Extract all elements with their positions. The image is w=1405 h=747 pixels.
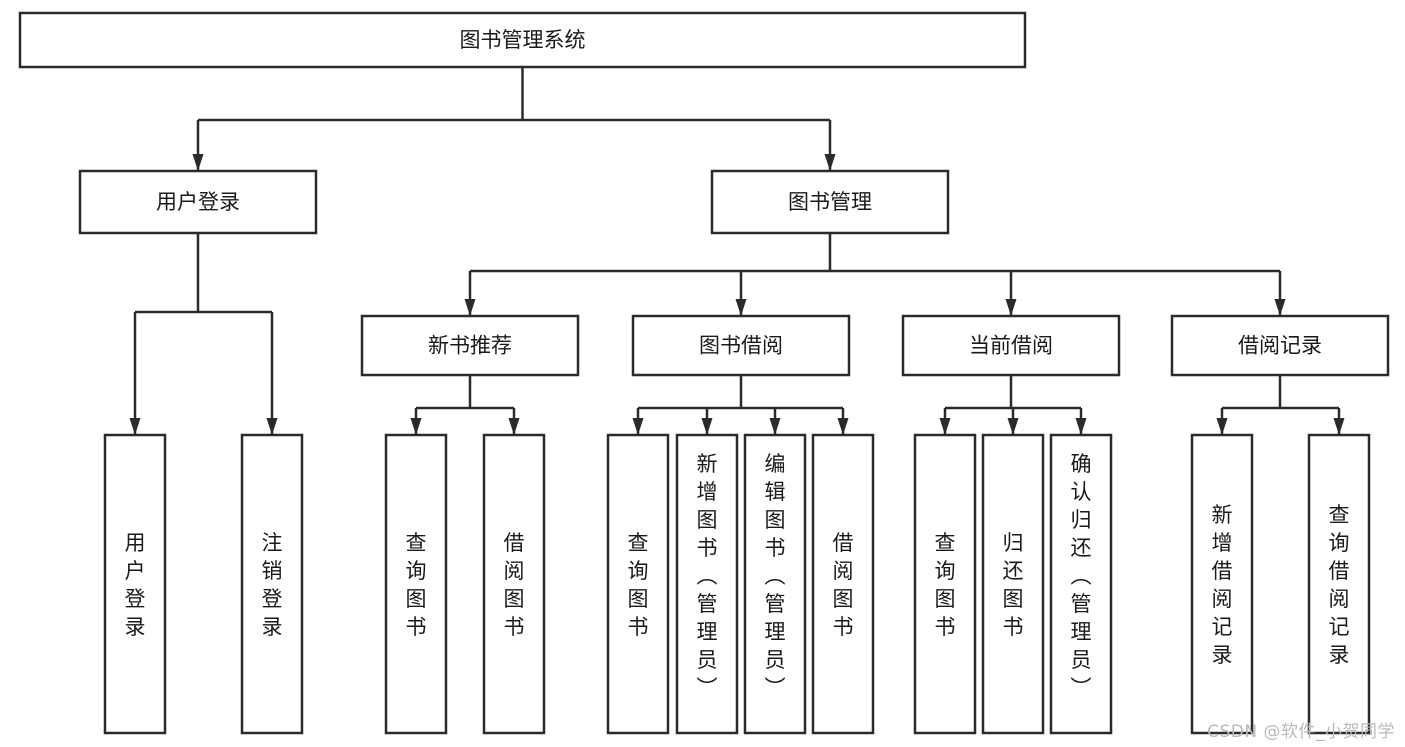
leaf-node-2[interactable]: 查询图书 [384,433,448,735]
leaf-node-2-box[interactable] [384,433,448,735]
level3-1-to-leaves-arrow-3 [837,418,849,435]
level3-0-to-leaves-arrow-0 [410,418,422,435]
leaf-node-5[interactable]: 新增图书︵管理员︶ [675,433,739,735]
level3-node-0-box[interactable] [360,314,580,377]
leaf-node-6[interactable]: 编辑图书︵管理员︶ [743,433,807,735]
nodes-layer: 图书管理系统用户登录图书管理新书推荐图书借阅当前借阅借阅记录用户登录注销登录查询… [18,11,1390,735]
book-mgmt-to-level3-arrow-3 [1274,299,1286,316]
level2-node-0[interactable]: 用户登录 [78,169,318,235]
book-mgmt-to-level3-arrow-2 [1005,299,1017,316]
leaf-node-8-label: 查询图书 [935,531,956,639]
level3-node-0[interactable]: 新书推荐 [360,314,580,377]
leaf-node-4[interactable]: 查询图书 [606,433,670,735]
level3-node-3[interactable]: 借阅记录 [1170,314,1390,377]
level3-2-to-leaves-arrow-1 [1007,418,1019,435]
leaf-node-0-label: 用户登录 [125,531,146,639]
leaf-node-6-box[interactable] [743,433,807,735]
leaf-node-9[interactable]: 归还图书 [981,433,1045,735]
leaf-node-3-box[interactable] [482,433,546,735]
leaf-node-9-box[interactable] [981,433,1045,735]
level3-3-to-leaves-arrow-0 [1216,418,1228,435]
leaf-node-5-label: 新增图书︵管理员︶ [697,452,718,700]
leaf-node-8-box[interactable] [913,433,977,735]
leaf-node-10-box[interactable] [1049,433,1113,735]
leaf-node-7[interactable]: 借阅图书 [811,433,875,735]
root-to-level2-arrow-1 [824,154,836,171]
leaf-node-3[interactable]: 借阅图书 [482,433,546,735]
level3-node-1-box[interactable] [631,314,851,377]
leaf-node-3-label: 借阅图书 [504,531,525,639]
leaf-node-1-label: 注销登录 [262,531,283,639]
leaf-node-8[interactable]: 查询图书 [913,433,977,735]
leaf-node-11-box[interactable] [1190,433,1254,735]
leaf-node-10-label: 确认归还︵管理员︶ [1071,452,1092,700]
level3-1-to-leaves-arrow-0 [632,418,644,435]
level3-1-to-leaves-arrow-1 [701,418,713,435]
level2-node-1[interactable]: 图书管理 [710,169,950,235]
leaf-node-4-label: 查询图书 [628,531,649,639]
level2-node-1-label: 图书管理 [788,190,872,214]
level3-3-to-leaves-arrow-1 [1333,418,1345,435]
level3-node-1[interactable]: 图书借阅 [631,314,851,377]
leaf-node-7-box[interactable] [811,433,875,735]
level3-2-to-leaves-arrow-0 [939,418,951,435]
leaf-node-12-box[interactable] [1307,433,1371,735]
user-login-to-leaves-arrow-1 [266,418,278,435]
leaf-node-4-box[interactable] [606,433,670,735]
root-node-book-management-system-box[interactable] [18,11,1027,69]
root-node-book-management-system-label: 图书管理系统 [460,28,586,52]
leaf-node-0[interactable]: 用户登录 [103,433,167,735]
root-to-level2-arrow-0 [192,154,204,171]
connectors-layer [129,67,1345,435]
book-mgmt-to-level3-arrow-1 [735,299,747,316]
level3-2-to-leaves-arrow-2 [1075,418,1087,435]
leaf-node-1-box[interactable] [240,433,304,735]
level3-node-2-box[interactable] [901,314,1121,377]
level2-node-0-box[interactable] [78,169,318,235]
level3-node-2[interactable]: 当前借阅 [901,314,1121,377]
level3-node-0-label: 新书推荐 [428,334,512,358]
book-mgmt-to-level3-arrow-0 [464,299,476,316]
leaf-node-10[interactable]: 确认归还︵管理员︶ [1049,433,1113,735]
leaf-node-12-label: 查询借阅记录 [1329,503,1350,667]
leaf-node-1[interactable]: 注销登录 [240,433,304,735]
leaf-node-5-box[interactable] [675,433,739,735]
leaf-node-12[interactable]: 查询借阅记录 [1307,433,1371,735]
level3-node-2-label: 当前借阅 [969,334,1053,358]
leaf-node-7-label: 借阅图书 [833,531,854,639]
csdn-watermark: CSDN @软件_小贺同学 [1207,722,1395,742]
level2-node-0-label: 用户登录 [156,190,240,214]
leaf-node-2-label: 查询图书 [406,531,427,639]
leaf-node-9-label: 归还图书 [1003,531,1024,639]
level3-node-3-box[interactable] [1170,314,1390,377]
level2-node-1-box[interactable] [710,169,950,235]
level3-0-to-leaves-arrow-1 [508,418,520,435]
user-login-to-leaves-arrow-0 [129,418,141,435]
level3-node-3-label: 借阅记录 [1238,334,1322,358]
level3-node-1-label: 图书借阅 [699,334,783,358]
leaf-node-0-box[interactable] [103,433,167,735]
leaf-node-11[interactable]: 新增借阅记录 [1190,433,1254,735]
root-node-book-management-system[interactable]: 图书管理系统 [18,11,1027,69]
leaf-node-11-label: 新增借阅记录 [1212,503,1233,667]
leaf-node-6-label: 编辑图书︵管理员︶ [765,452,786,700]
level3-1-to-leaves-arrow-2 [769,418,781,435]
